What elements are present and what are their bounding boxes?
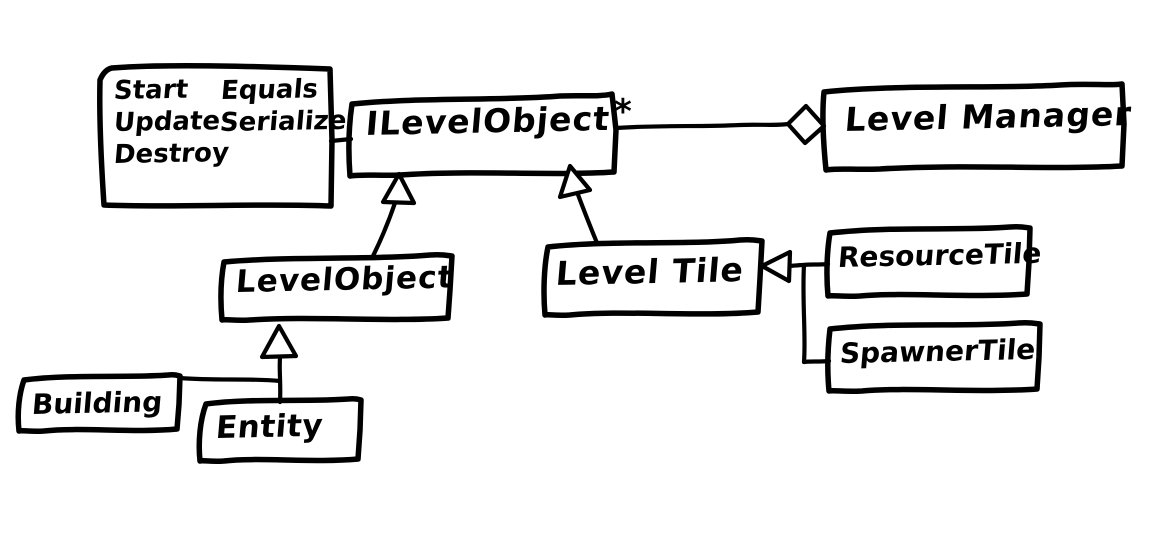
generalization-triangle-levelobject-children-icon (259, 323, 299, 360)
tile-trunk-line (801, 262, 807, 365)
generalization-triangle-leveltile-icon (557, 163, 593, 200)
note-link-line (328, 136, 354, 144)
methods-row: Start Equals (112, 74, 339, 106)
levelobject-box-shape (218, 251, 455, 324)
generalization-triangle-tiles-icon (759, 249, 793, 284)
methods-row: Update Serialize (112, 105, 348, 138)
methods-box-shape (96, 63, 335, 209)
generalization-line-resourcetile (801, 261, 831, 268)
method-start: Start (112, 74, 190, 106)
method-update: Update (112, 106, 222, 138)
ilevelobject-box-shape (346, 91, 619, 179)
methods-list: Start Equals Update Serialize Destroy (112, 74, 348, 170)
method-empty (222, 161, 339, 163)
building-branch-line (177, 375, 283, 384)
generalization-line-leveltile (574, 189, 600, 246)
generalization-line-spawnertile (801, 358, 832, 365)
generalization-triangle-levelobject-icon (380, 171, 417, 206)
spawnertile-box-shape (825, 319, 1043, 395)
generalization-line-entity (277, 355, 283, 405)
methods-row: Destroy (112, 137, 339, 170)
levelmanager-box-shape (820, 81, 1127, 173)
method-serialize: Serialize (218, 105, 348, 138)
aggregation-diamond-icon (785, 103, 827, 146)
method-destroy: Destroy (112, 137, 231, 170)
leveltile-box-shape (541, 236, 765, 319)
aggregation-line (613, 121, 791, 131)
entity-box-shape (196, 395, 364, 465)
method-equals: Equals (219, 74, 319, 106)
generalization-line-levelobject (369, 197, 399, 261)
building-box-shape (15, 371, 183, 435)
resourcetile-box-shape (824, 223, 1033, 300)
